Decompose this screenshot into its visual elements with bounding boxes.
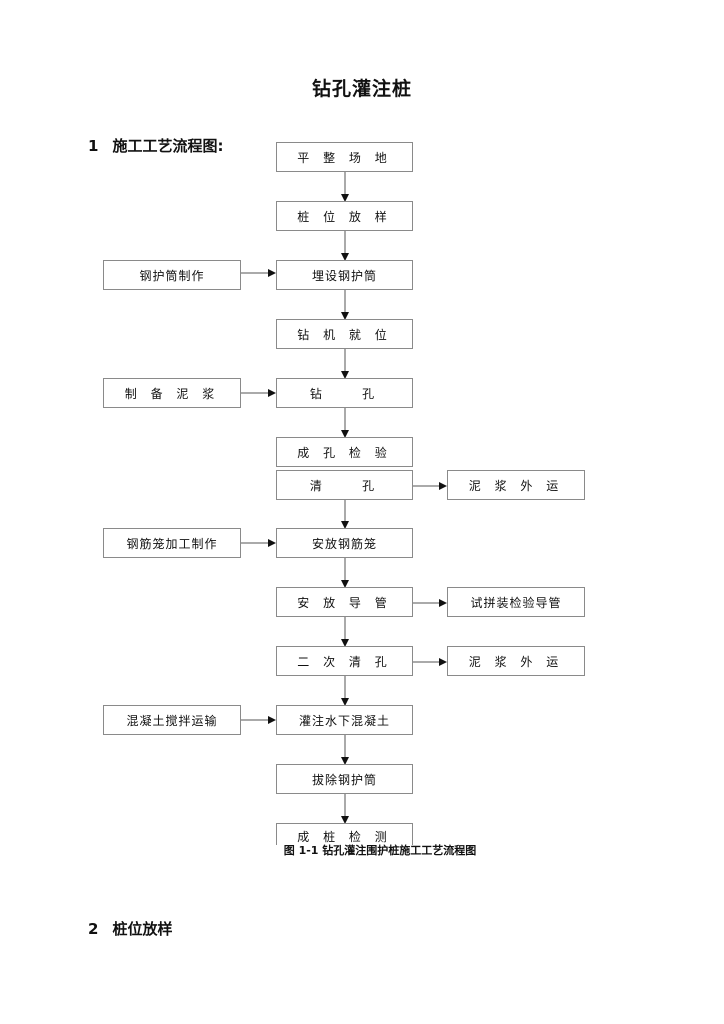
section-number: 1 — [88, 137, 99, 155]
step-drilling: 钻 孔 — [276, 378, 413, 408]
step-place-rebar-cage: 安放钢筋笼 — [276, 528, 413, 558]
step-second-cleaning: 二 次 清 孔 — [276, 646, 413, 676]
section-heading-1: 1 施工工艺流程图: — [88, 135, 223, 156]
step-pile-testing: 成 桩 检 测 — [276, 823, 413, 845]
step-hole-cleaning: 清 孔 — [276, 470, 413, 500]
document-title: 钻孔灌注桩 — [311, 78, 412, 100]
step-rig-positioning: 钻 机 就 位 — [276, 319, 413, 349]
step-bury-casing: 埋设钢护筒 — [276, 260, 413, 290]
step-site-leveling: 平 整 场 地 — [276, 142, 413, 172]
figure-caption: 图 1-1 钻孔灌注围护桩施工工艺流程图 — [283, 844, 477, 857]
step-remove-casing: 拔除钢护筒 — [276, 764, 413, 794]
section-heading-2: 2 桩位放样 — [88, 918, 172, 939]
step-place-tremie: 安 放 导 管 — [276, 587, 413, 617]
step-pour-concrete: 灌注水下混凝土 — [276, 705, 413, 735]
side-step-rebar-fabrication: 钢筋笼加工制作 — [103, 528, 241, 558]
side-step-casing-fabrication: 钢护筒制作 — [103, 260, 241, 290]
side-step-slurry-removal-1: 泥 浆 外 运 — [447, 470, 585, 500]
step-pile-layout: 桩 位 放 样 — [276, 201, 413, 231]
step-hole-inspection: 成 孔 检 验 — [276, 437, 413, 467]
side-step-tremie-test: 试拼装检验导管 — [447, 587, 585, 617]
section-text: 桩位放样 — [112, 920, 173, 938]
side-step-concrete-mixing: 混凝土搅拌运输 — [103, 705, 241, 735]
section-text: 施工工艺流程图: — [112, 137, 224, 155]
side-step-slurry-removal-2: 泥 浆 外 运 — [447, 646, 585, 676]
side-step-prepare-slurry: 制 备 泥 浆 — [103, 378, 241, 408]
section-number: 2 — [88, 920, 99, 938]
